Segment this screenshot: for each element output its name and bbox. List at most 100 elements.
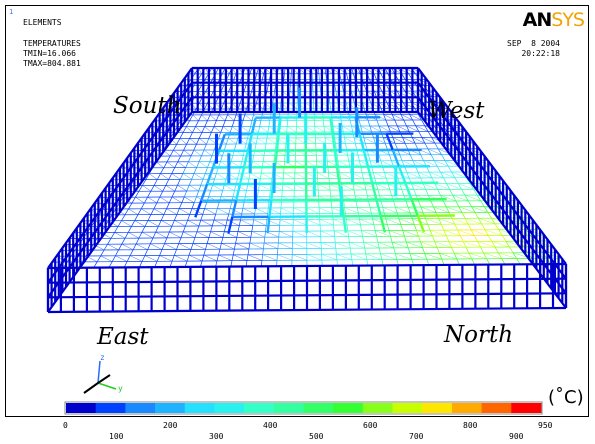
legend-swatch	[273, 403, 304, 413]
mesh-line	[174, 214, 178, 221]
mesh-brace	[207, 243, 221, 250]
mesh-line	[349, 248, 352, 255]
mesh-brace	[228, 138, 237, 145]
mesh-line	[333, 230, 336, 237]
mesh-line	[255, 138, 258, 144]
beam	[366, 166, 374, 184]
mesh-brace	[259, 126, 269, 133]
mesh-line	[355, 143, 358, 150]
ansys-logo: ANSYS	[522, 9, 585, 31]
mesh-line	[218, 132, 222, 139]
mesh-line	[357, 155, 360, 161]
mesh-brace	[235, 184, 247, 191]
mesh-line	[273, 155, 275, 162]
mesh-line	[334, 236, 336, 243]
model-view[interactable]	[6, 6, 588, 416]
mesh-line	[201, 149, 205, 157]
mesh-line	[248, 173, 251, 180]
mesh-line	[469, 183, 474, 190]
mesh-brace	[439, 253, 457, 260]
mesh-line	[336, 155, 339, 162]
mesh-line	[484, 229, 489, 236]
mesh-line	[385, 119, 389, 127]
beam	[371, 182, 378, 200]
mesh-line	[177, 155, 182, 162]
mesh-line	[438, 218, 442, 225]
mesh-brace	[232, 126, 240, 133]
mesh-brace	[415, 125, 429, 132]
mesh-line	[182, 225, 186, 233]
mesh-line	[425, 218, 429, 225]
mesh-line	[242, 114, 246, 121]
mesh-line	[254, 208, 256, 214]
mesh-line	[259, 120, 262, 127]
mesh-brace	[128, 232, 140, 239]
mesh-brace	[199, 138, 207, 145]
mesh-line	[265, 225, 267, 232]
mesh-line	[451, 218, 456, 225]
mesh-line	[409, 154, 414, 161]
mesh-brace	[174, 255, 188, 262]
mesh-line	[250, 231, 253, 238]
mesh-brace	[397, 125, 410, 132]
mesh-line	[281, 184, 284, 191]
mesh-brace	[141, 232, 154, 239]
beam	[217, 133, 226, 152]
mesh-line	[399, 183, 403, 190]
mesh-brace	[192, 114, 199, 121]
mesh-line	[96, 255, 102, 262]
mesh-line	[377, 189, 380, 196]
mesh-line	[124, 208, 129, 215]
mesh-brace	[278, 242, 293, 249]
window-number: 1	[9, 8, 14, 16]
mesh-line	[389, 189, 393, 196]
mesh-line	[452, 195, 457, 202]
mesh-line	[361, 230, 363, 237]
mesh-brace	[321, 102, 331, 109]
mesh-brace	[478, 218, 496, 225]
mesh-brace	[406, 172, 421, 179]
mesh-brace	[294, 184, 307, 191]
mesh-line	[437, 148, 442, 155]
mesh-line	[494, 246, 499, 254]
mesh-line	[264, 143, 267, 150]
mesh-brace	[463, 241, 481, 248]
mesh-line	[416, 230, 419, 237]
mesh-line	[153, 179, 158, 186]
mesh-line	[353, 137, 356, 144]
mesh-line	[394, 143, 398, 150]
mesh-line	[279, 102, 282, 109]
mesh-line	[324, 137, 326, 144]
mesh-brace	[365, 253, 382, 260]
mesh-line	[144, 220, 149, 227]
mesh-line	[398, 218, 402, 225]
mesh-line	[401, 189, 405, 196]
mesh-line	[286, 120, 289, 127]
mesh-brace	[222, 126, 231, 133]
mesh-line	[171, 255, 175, 262]
graphics-window[interactable]: 1 ELEMENTS TEMPERATURES TMIN=16.066 TMAX…	[5, 5, 589, 417]
legend-swatch	[481, 403, 512, 413]
mesh-brace	[464, 194, 481, 201]
mesh-line	[196, 138, 200, 145]
mesh-line	[368, 201, 371, 208]
legend-swatch	[66, 403, 97, 413]
mesh-brace	[315, 137, 326, 144]
mesh-line	[220, 155, 223, 162]
mesh-brace	[458, 183, 474, 190]
mesh-line	[340, 120, 343, 127]
mesh-line	[467, 200, 472, 207]
mesh-line	[470, 229, 475, 236]
mesh-line	[158, 220, 162, 227]
mesh-brace	[144, 255, 158, 262]
mesh-line	[465, 247, 470, 254]
label-west: West	[428, 98, 485, 124]
mesh-brace	[346, 218, 361, 226]
mesh-line	[349, 242, 351, 249]
mesh-brace	[203, 254, 218, 262]
mesh-brace	[261, 172, 272, 179]
mesh-brace	[262, 254, 278, 261]
mesh-line	[481, 223, 486, 230]
mesh-line	[141, 226, 146, 233]
mesh-brace	[280, 207, 294, 214]
